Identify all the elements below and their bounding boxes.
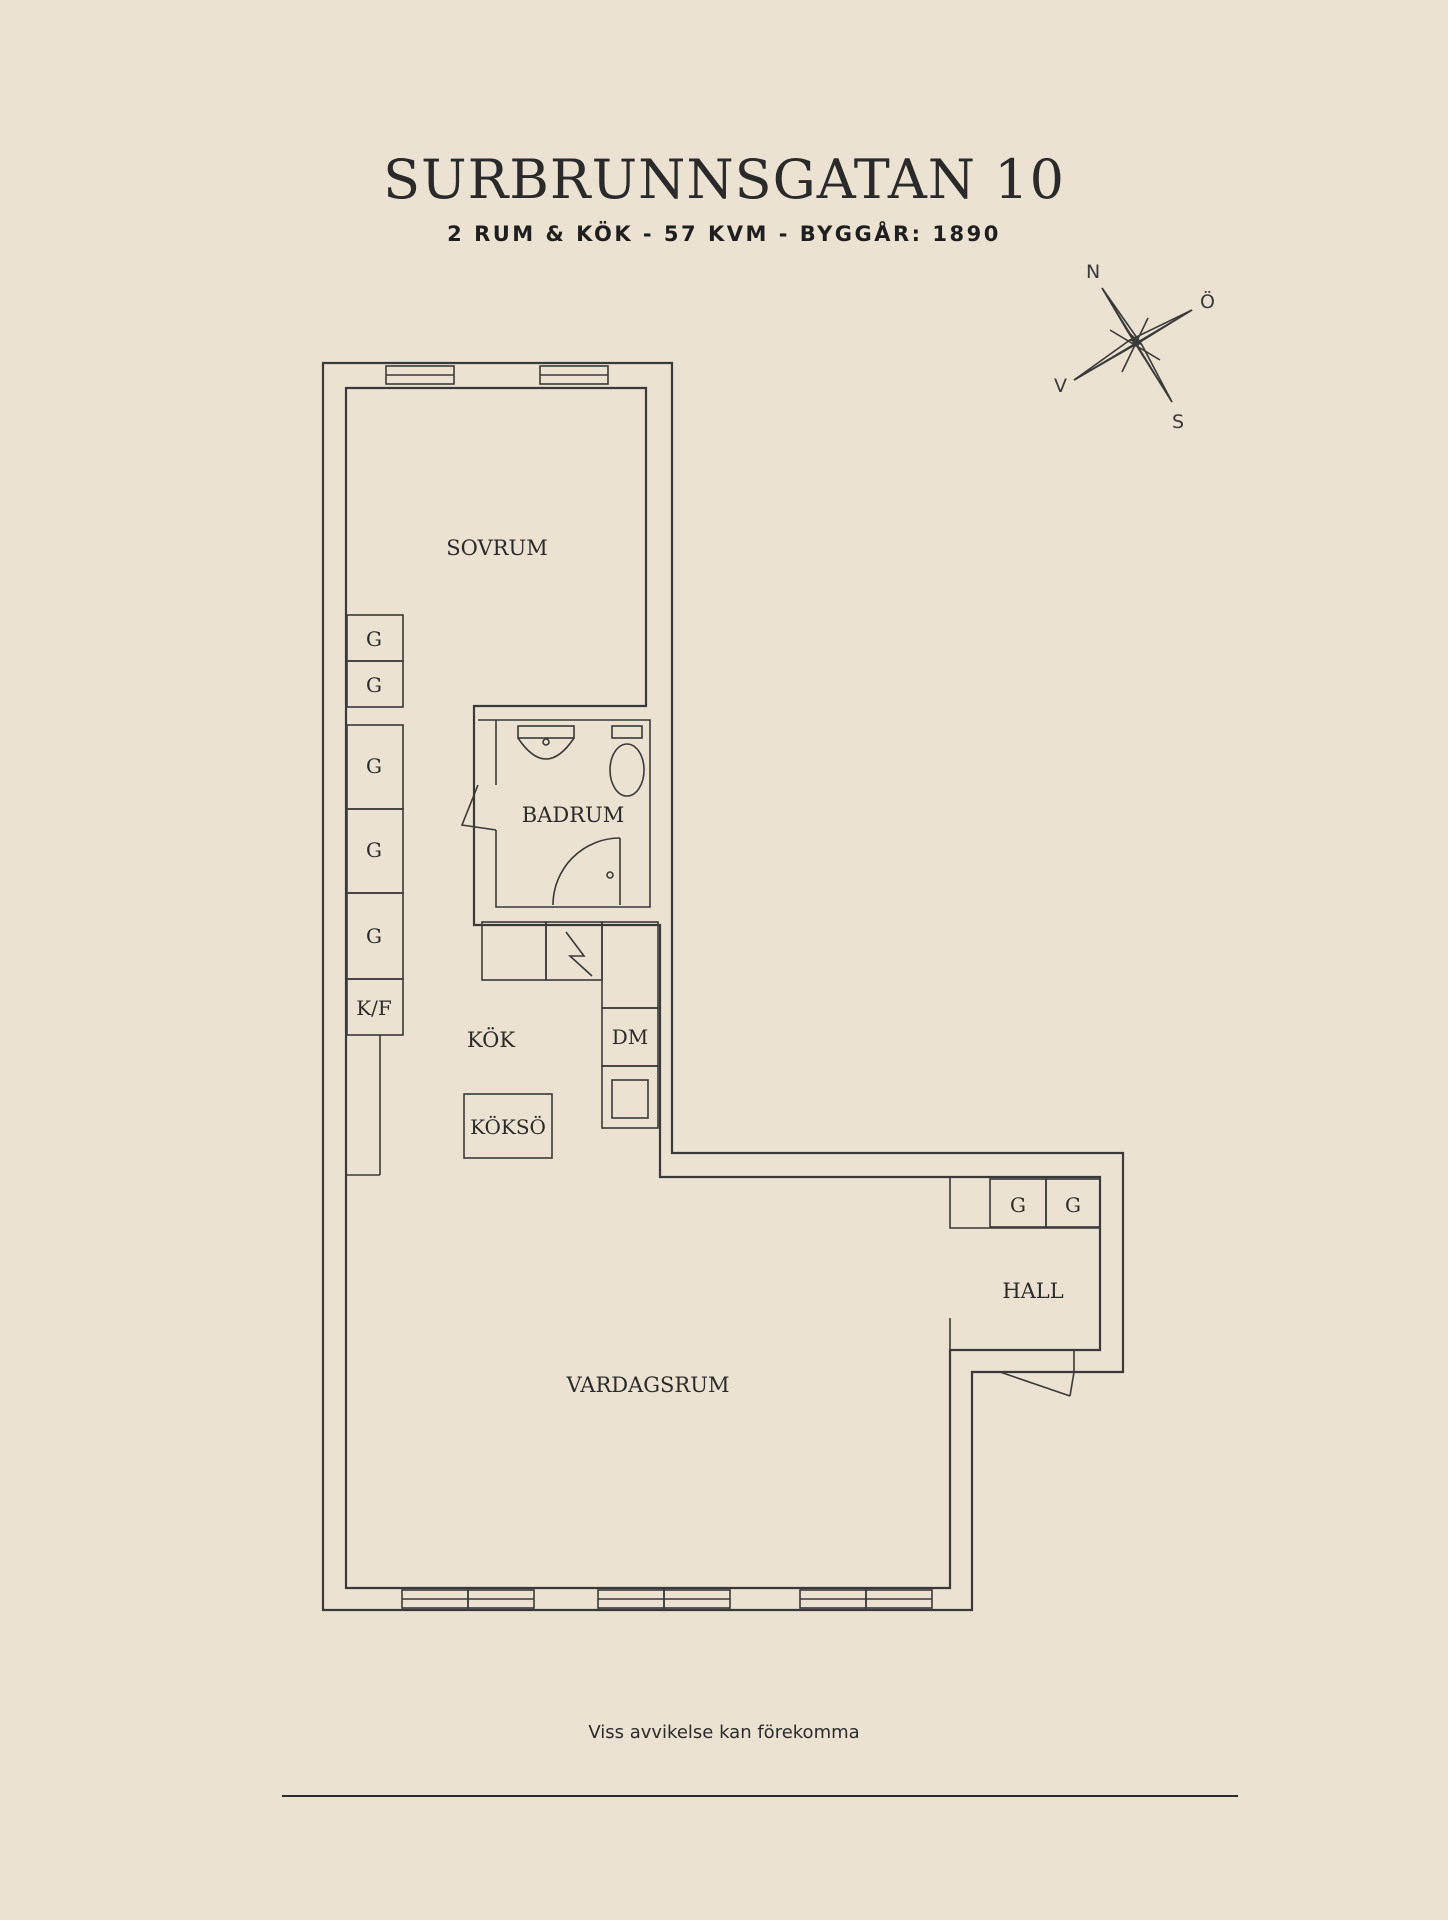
room-label-hall: HALL bbox=[1002, 1279, 1063, 1303]
page-title: SURBRUNNSGATAN 10 bbox=[383, 148, 1065, 211]
closet-label: G bbox=[1065, 1193, 1081, 1217]
hall-wardrobes bbox=[949, 1177, 1101, 1372]
kitchen-island bbox=[463, 1093, 553, 1159]
left-wardrobes bbox=[346, 614, 404, 1176]
closet-label: G bbox=[366, 673, 382, 697]
entrance-door bbox=[999, 1371, 1075, 1397]
compass-north-label: N bbox=[1086, 261, 1100, 283]
page-subtitle: 2 RUM & KÖK - 57 KVM - BYGGÅR: 1890 bbox=[447, 222, 1001, 246]
fridge-freezer-label: K/F bbox=[356, 996, 392, 1020]
room-label-sovrum: SOVRUM bbox=[446, 536, 547, 560]
closet-label: G bbox=[366, 754, 382, 778]
room-label-badrum: BADRUM bbox=[522, 803, 624, 827]
compass-south-label: S bbox=[1172, 411, 1184, 433]
living-room-windows bbox=[401, 1589, 933, 1609]
dishwasher-label: DM bbox=[612, 1025, 649, 1049]
compass-east-label: Ö bbox=[1200, 290, 1215, 313]
outer-wall-exterior bbox=[321, 361, 1125, 1612]
room-label-vardagsrum: VARDAGSRUM bbox=[566, 1373, 730, 1397]
closet-label: G bbox=[1010, 1193, 1026, 1217]
kitchen-island-label: KÖKSÖ bbox=[470, 1114, 546, 1139]
footer-divider bbox=[282, 1795, 1238, 1797]
compass-west-label: V bbox=[1054, 375, 1067, 397]
bathroom bbox=[460, 719, 651, 908]
room-label-kok: KÖK bbox=[467, 1027, 515, 1052]
disclaimer: Viss avvikelse kan förekomma bbox=[588, 1722, 860, 1743]
closet-label: G bbox=[366, 838, 382, 862]
bedroom-windows bbox=[385, 365, 609, 385]
closet-label: G bbox=[366, 924, 382, 948]
outer-wall-interior bbox=[344, 386, 1102, 1590]
compass-rose-icon: N Ö S V bbox=[1054, 261, 1215, 433]
kitchen-counters bbox=[481, 921, 659, 1129]
closet-label: G bbox=[366, 627, 382, 651]
